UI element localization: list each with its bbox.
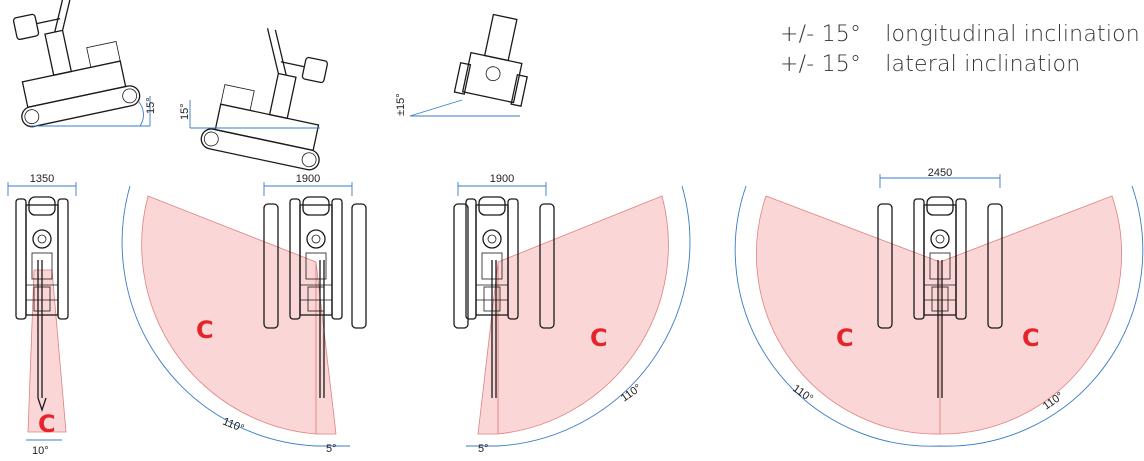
inclination-front-view [453,13,528,107]
angle-label: 110° [619,382,644,404]
angle-arc-front [409,99,520,117]
angle-arc-side-a [30,96,151,127]
width-dimension: 2450 [928,167,952,179]
lateral-angle: +/- 15° [780,52,862,77]
longitudinal-inclination-spec: +/- 15° longitudinal inclination [780,22,1140,47]
longitudinal-label: longitudinal inclination [885,22,1140,47]
angle-label-front: ±15° [395,93,407,116]
angle-label: 110° [221,416,246,435]
layout-1: 1350 C 10° [7,173,77,457]
width-dimension: 1350 [30,173,54,185]
angle-arc-side-b [189,100,320,129]
working-zone [141,195,317,435]
width-dimension: 1900 [296,173,320,185]
zone-mark-c: C [38,410,56,438]
angle-label-side-b: 15° [179,103,191,120]
zone-mark-c: C [196,316,214,344]
zone-mark-c: C [1022,324,1040,352]
zone-mark-c: C [836,324,854,352]
working-zone [756,195,941,435]
lateral-label: lateral inclination [885,52,1081,77]
layout-2: 1900 C 110° 5° [121,173,367,455]
layout-4: 2450 C C 110° 110° [734,167,1144,447]
longitudinal-angle: +/- 15° [780,22,862,47]
angle-label: 5° [326,443,337,455]
angle-label: 110° [790,383,815,405]
angle-label-side-a: 15° [145,97,157,114]
working-zone [497,195,669,435]
width-dimension: 1900 [490,173,514,185]
zone-mark-c: C [590,324,608,352]
angle-label: 10° [32,445,49,457]
lateral-inclination-spec: +/- 15° lateral inclination [780,52,1080,77]
inclination-side-view-a [0,0,143,130]
layout-3: 1900 C 110° 5° [453,173,691,455]
inclination-side-view-b [198,18,345,173]
angle-label: 5° [478,443,489,455]
